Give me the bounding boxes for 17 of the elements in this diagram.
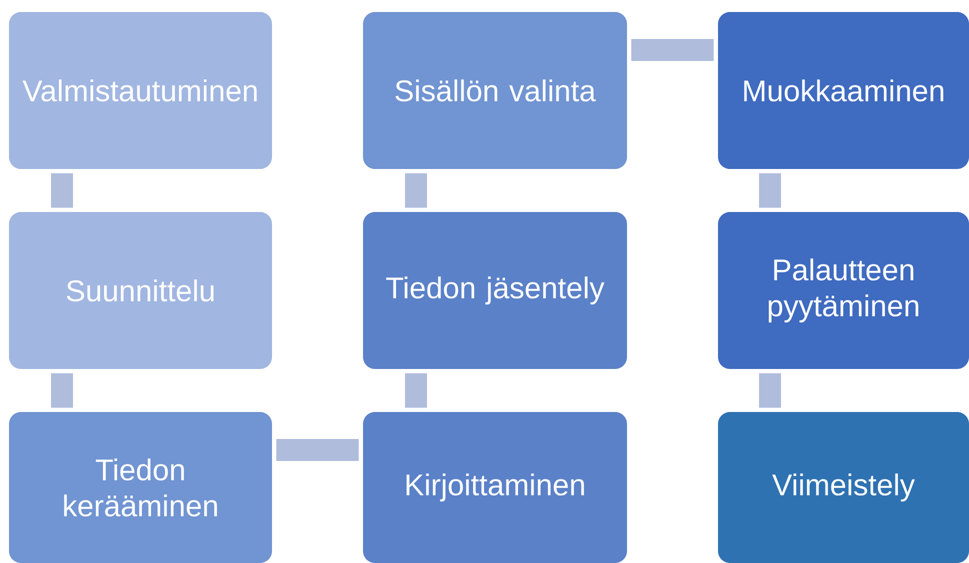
process-box: Valmistautuminen — [9, 12, 272, 169]
connector-bar — [405, 173, 427, 208]
connector-bar — [759, 173, 782, 208]
process-box: Suunnittelu — [9, 212, 272, 369]
process-box: Tiedon jäsentely — [363, 212, 628, 369]
connector-bar — [405, 373, 427, 408]
connector-bar — [759, 373, 782, 408]
process-box: Tiedon kerääminen — [9, 412, 272, 563]
process-box: Sisällön valinta — [363, 12, 628, 169]
connector-bar — [631, 39, 714, 61]
process-box: Kirjoittaminen — [363, 412, 628, 563]
process-box: Muokkaaminen — [718, 12, 969, 169]
process-box: Palautteen pyytäminen — [718, 212, 969, 369]
process-box: Viimeistely — [718, 412, 969, 563]
connector-bar — [51, 373, 73, 408]
connector-bar — [51, 173, 73, 208]
connector-bar — [276, 439, 359, 461]
